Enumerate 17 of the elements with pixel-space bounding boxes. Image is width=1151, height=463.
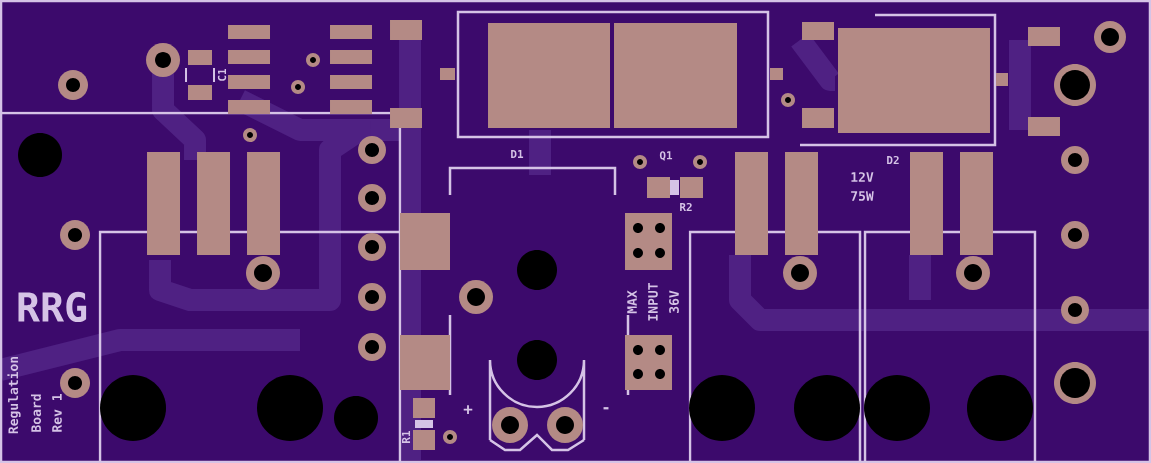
silkscreen-label: D1 <box>511 150 524 158</box>
silkscreen-label: RRG <box>18 291 87 323</box>
silkscreen-label: 12V <box>851 172 874 182</box>
silkscreen-label: + <box>463 405 473 414</box>
silkscreen-label: 75W <box>851 191 874 201</box>
silkscreen-label: R2 <box>680 202 692 212</box>
silkscreen-label: D2 <box>887 155 899 165</box>
silkscreen-label: Regulation <box>7 356 21 434</box>
silkscreen-label: C1 <box>217 68 227 81</box>
silkscreen-label: MAX <box>627 290 637 314</box>
silkscreen-label: Rev 1 <box>52 394 62 432</box>
silkscreen-label: Board <box>31 394 42 432</box>
silkscreen-label: - <box>603 407 609 410</box>
silkscreen-label: Q1 <box>659 151 673 161</box>
silkscreen-label: INPUT <box>648 283 658 321</box>
silkscreen-label: R1 <box>402 430 410 443</box>
silkscreen-label: 36V <box>669 290 679 313</box>
